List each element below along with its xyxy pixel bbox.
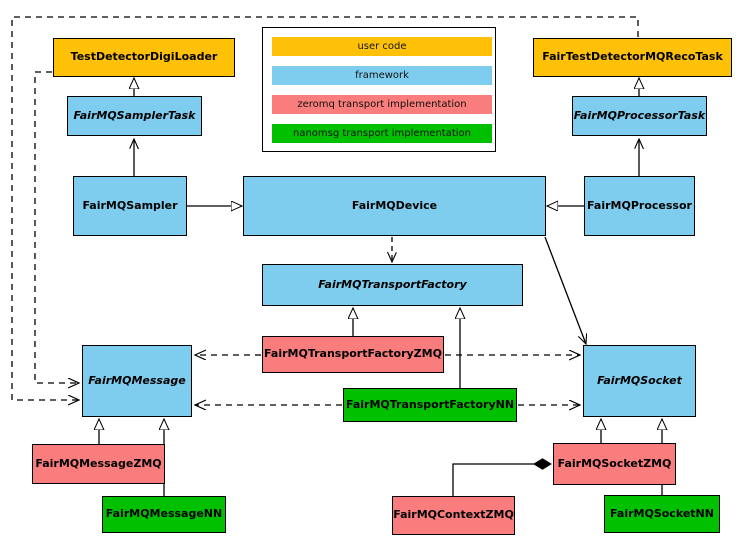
legend-item-user-code: user code: [272, 37, 492, 56]
class-label: FairMQTransportFactory: [318, 277, 467, 291]
legend-label: nanomsg transport implementation: [292, 128, 472, 139]
class-box-fairmqsocketnn[interactable]: FairMQSocketNN: [604, 495, 720, 533]
edge-contextzmq-to-socketzmq: [452, 464, 551, 496]
class-label: FairMQSamplerTask: [73, 108, 196, 122]
class-box-testdetectordigiloader[interactable]: TestDetectorDigiLoader: [53, 38, 235, 77]
class-label: FairMQProcessor: [587, 198, 692, 212]
class-box-fairmqtransportfactoryzmq[interactable]: FairMQTransportFactoryZMQ: [262, 336, 444, 373]
class-label: TestDetectorDigiLoader: [70, 50, 218, 64]
class-label: FairMQDevice: [351, 198, 438, 212]
class-label: FairMQProcessorTask: [573, 108, 706, 122]
legend-item-nanomsg: nanomsg transport implementation: [272, 124, 492, 143]
class-box-fairmqsamplertask[interactable]: FairMQSamplerTask: [67, 96, 202, 136]
class-label: FairMQSampler: [82, 198, 178, 212]
edge-recotask-to-message: [11, 16, 639, 400]
legend-label: framework: [355, 70, 409, 81]
class-label: FairMQMessageZMQ: [35, 456, 162, 470]
class-label: FairMQMessage: [88, 373, 186, 387]
class-box-fairmqmessage[interactable]: FairMQMessage: [82, 345, 192, 417]
class-box-fairmqsocket[interactable]: FairMQSocket: [583, 345, 696, 417]
legend-label: user code: [357, 41, 407, 52]
class-box-fairmqsocketzmq[interactable]: FairMQSocketZMQ: [553, 443, 676, 485]
class-box-fairmqtransportfactory[interactable]: FairMQTransportFactory: [262, 264, 523, 306]
class-label: FairMQSocketZMQ: [557, 456, 672, 470]
class-box-fairmqmessagenn[interactable]: FairMQMessageNN: [102, 496, 226, 533]
legend-item-framework: framework: [272, 66, 492, 85]
class-box-fairmqprocessor[interactable]: FairMQProcessor: [584, 176, 695, 236]
class-label: FairMQSocket: [597, 373, 682, 387]
class-box-fairmqprocessortask[interactable]: FairMQProcessorTask: [572, 96, 707, 136]
class-label: FairMQContextZMQ: [393, 508, 514, 522]
legend-item-zeromq: zeromq transport implementation: [272, 95, 492, 114]
class-box-fairmqmessagezmq[interactable]: FairMQMessageZMQ: [32, 444, 165, 484]
class-box-fairmqtransportfactorynn[interactable]: FairMQTransportFactoryNN: [343, 388, 517, 422]
class-label: FairMQMessageNN: [105, 507, 223, 521]
class-label: FairMQTransportFactoryZMQ: [264, 347, 442, 361]
legend-label: zeromq transport implementation: [297, 99, 467, 110]
class-label: FairMQTransportFactoryNN: [345, 397, 515, 411]
class-box-fairmqsampler[interactable]: FairMQSampler: [73, 176, 187, 236]
class-box-fairmqcontextzmq[interactable]: FairMQContextZMQ: [392, 496, 515, 535]
edge-device-to-socket: [544, 236, 586, 344]
class-box-fairmqdevice[interactable]: FairMQDevice: [243, 176, 546, 236]
class-label: FairMQSocketNN: [610, 506, 714, 520]
class-label: FairTestDetectorMQRecoTask: [542, 50, 723, 64]
class-box-fairtestdetectormqrecotask[interactable]: FairTestDetectorMQRecoTask: [533, 38, 732, 77]
